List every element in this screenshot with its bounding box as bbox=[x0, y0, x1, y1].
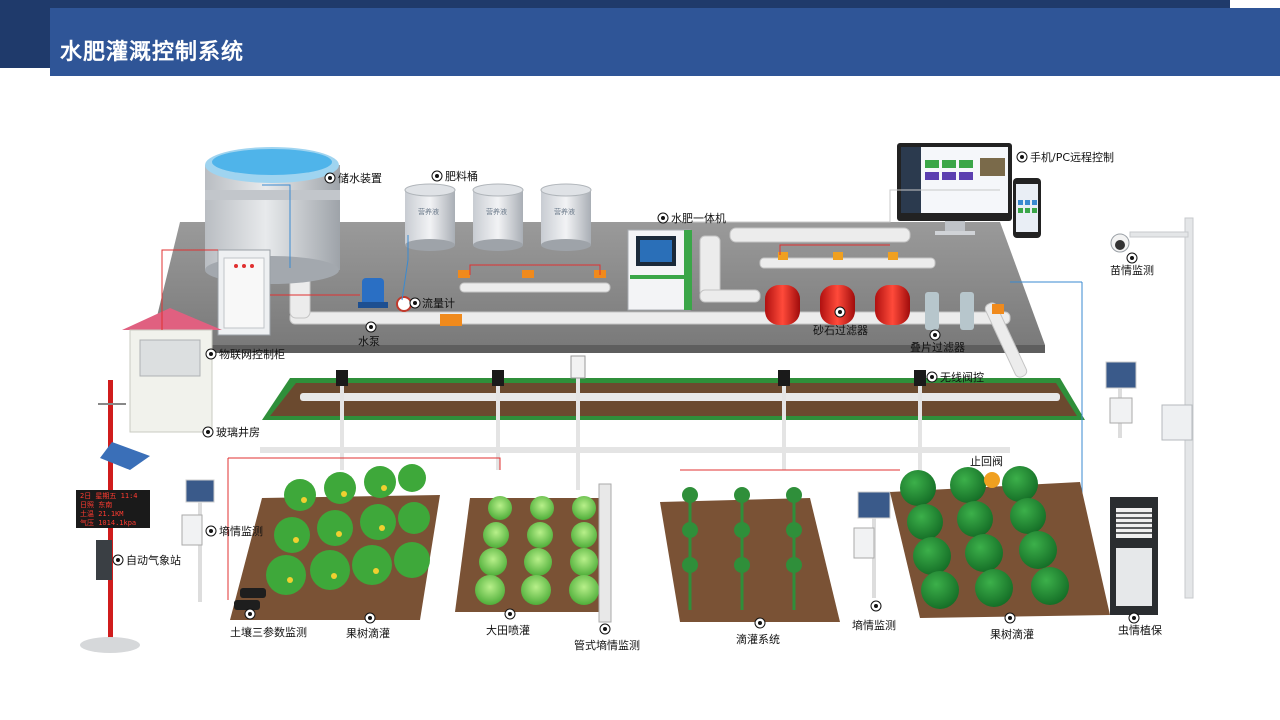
distribution-pipes bbox=[260, 360, 1010, 490]
pressure-gauge-icon bbox=[396, 296, 412, 312]
svg-text:土壤三参数监测: 土壤三参数监测 bbox=[230, 625, 307, 639]
svg-text:自动气象站: 自动气象站 bbox=[126, 553, 181, 567]
svg-text:肥料桶: 肥料桶 bbox=[445, 169, 478, 183]
svg-text:物联网控制柜: 物联网控制柜 bbox=[219, 347, 285, 361]
svg-text:大田喷灌: 大田喷灌 bbox=[486, 623, 530, 637]
top-accent-bar bbox=[0, 0, 1230, 8]
svg-text:果树滴灌: 果树滴灌 bbox=[990, 627, 1034, 641]
weather-panel-line-2: 日照 东南 bbox=[80, 500, 112, 509]
svg-text:苗情监测: 苗情监测 bbox=[1110, 264, 1154, 277]
field-orchard-left bbox=[230, 464, 440, 620]
seedling-monitor-pole bbox=[1110, 217, 1194, 599]
remote-control-devices bbox=[897, 143, 1041, 238]
header-accent-block bbox=[0, 8, 50, 68]
label-weather-station: 自动气象站 bbox=[112, 553, 181, 567]
label-tube-moisture: 管式墒情监测 bbox=[574, 623, 640, 652]
solar-valve-station bbox=[1105, 361, 1137, 438]
label-soil-three-param: 土壤三参数监测 bbox=[230, 608, 307, 639]
soil-moisture-station-right bbox=[853, 491, 891, 598]
diagram-labels: 储水装置 肥料桶 水肥一体机 手机/PC远程控制 苗情监测 流量计 水泵 物联网… bbox=[112, 150, 1162, 652]
svg-text:流量计: 流量计 bbox=[422, 296, 455, 310]
label-flow-meter: 流量计 bbox=[409, 296, 455, 310]
field-drip-system bbox=[660, 487, 840, 622]
label-integrated-machine: 水肥一体机 bbox=[657, 211, 726, 225]
svg-text:管式墒情监测: 管式墒情监测 bbox=[574, 638, 640, 652]
label-orchard-drip-right: 果树滴灌 bbox=[990, 612, 1034, 641]
svg-text:果树滴灌: 果树滴灌 bbox=[346, 626, 390, 640]
disc-filters bbox=[925, 292, 1004, 330]
weather-panel-line-3: 土温 21.1KM bbox=[80, 509, 124, 518]
weather-panel-line-4: 气压 1014.1kpa bbox=[80, 518, 136, 527]
label-remote-control: 手机/PC远程控制 bbox=[1016, 150, 1114, 164]
svg-text:滴灌系统: 滴灌系统 bbox=[736, 632, 780, 646]
check-valve-icon bbox=[984, 472, 1000, 488]
irrigation-trench bbox=[262, 378, 1085, 420]
label-drip-system: 滴灌系统 bbox=[736, 617, 780, 646]
label-water-pump: 水泵 bbox=[358, 321, 380, 348]
svg-text:墒情监测: 墒情监测 bbox=[852, 619, 896, 632]
weather-station: 2日 星期五 11:4 日照 东南 土温 21.1KM 气压 1014.1kpa bbox=[76, 380, 150, 653]
soil-moisture-station-left bbox=[181, 479, 215, 602]
label-orchard-drip-left: 果树滴灌 bbox=[346, 612, 390, 640]
tube-moisture-sensor bbox=[598, 483, 612, 623]
svg-text:虫情植保: 虫情植保 bbox=[1118, 623, 1162, 637]
svg-text:砂石过滤器: 砂石过滤器 bbox=[813, 324, 868, 337]
integrated-machine bbox=[627, 229, 692, 311]
svg-text:玻璃井房: 玻璃井房 bbox=[216, 425, 260, 439]
label-sand-filter: 砂石过滤器 bbox=[813, 306, 868, 337]
label-disc-filter: 叠片过滤器 bbox=[910, 329, 965, 354]
svg-text:水泵: 水泵 bbox=[358, 335, 380, 348]
glass-well-house bbox=[122, 308, 222, 433]
tank-label-1: 营养液 bbox=[418, 207, 439, 216]
label-fertilizer-bucket: 肥料桶 bbox=[431, 169, 478, 183]
label-iot-cabinet: 物联网控制柜 bbox=[205, 347, 285, 361]
label-soil-moisture-left: 墒情监测 bbox=[205, 525, 263, 538]
water-pump bbox=[358, 278, 388, 308]
sand-filters bbox=[765, 252, 910, 325]
svg-text:储水装置: 储水装置 bbox=[338, 171, 382, 185]
label-seedling-monitor: 苗情监测 bbox=[1110, 252, 1154, 277]
wireless-valve-controllers bbox=[336, 370, 926, 386]
page-title: 水肥灌溉控制系统 bbox=[60, 40, 245, 65]
field-orchard-right bbox=[890, 466, 1110, 618]
remote-link-line bbox=[690, 189, 1000, 223]
label-field-sprinkler: 大田喷灌 bbox=[486, 608, 530, 637]
label-glass-well: 玻璃井房 bbox=[202, 425, 260, 439]
svg-text:止回阀: 止回阀 bbox=[970, 454, 1003, 468]
iot-control-cabinet bbox=[217, 249, 271, 336]
tank-label-2: 营养液 bbox=[486, 207, 507, 216]
sensor-mast-icon bbox=[570, 355, 586, 379]
field-sprinkler bbox=[455, 496, 610, 612]
svg-text:叠片过滤器: 叠片过滤器 bbox=[910, 341, 965, 354]
label-water-storage: 储水装置 bbox=[324, 171, 382, 185]
flow-meter-icon bbox=[440, 314, 462, 326]
label-soil-moisture-right: 墒情监测 bbox=[852, 600, 896, 632]
svg-text:墒情监测: 墒情监测 bbox=[219, 525, 263, 538]
svg-text:水肥一体机: 水肥一体机 bbox=[671, 211, 726, 225]
label-pest-control: 虫情植保 bbox=[1118, 612, 1162, 637]
label-check-valve: 止回阀 bbox=[970, 454, 1003, 468]
signal-lines-red bbox=[161, 244, 900, 600]
svg-text:无线阀控: 无线阀控 bbox=[940, 370, 984, 384]
label-wireless-valve: 无线阀控 bbox=[926, 370, 984, 384]
pest-control-device bbox=[1110, 497, 1158, 615]
weather-panel-line-1: 2日 星期五 11:4 bbox=[80, 492, 138, 500]
header-bar bbox=[50, 8, 1280, 76]
svg-text:手机/PC远程控制: 手机/PC远程控制 bbox=[1030, 150, 1114, 164]
soil-sensor-probes bbox=[234, 588, 266, 610]
tank-label-3: 营养液 bbox=[554, 207, 575, 216]
